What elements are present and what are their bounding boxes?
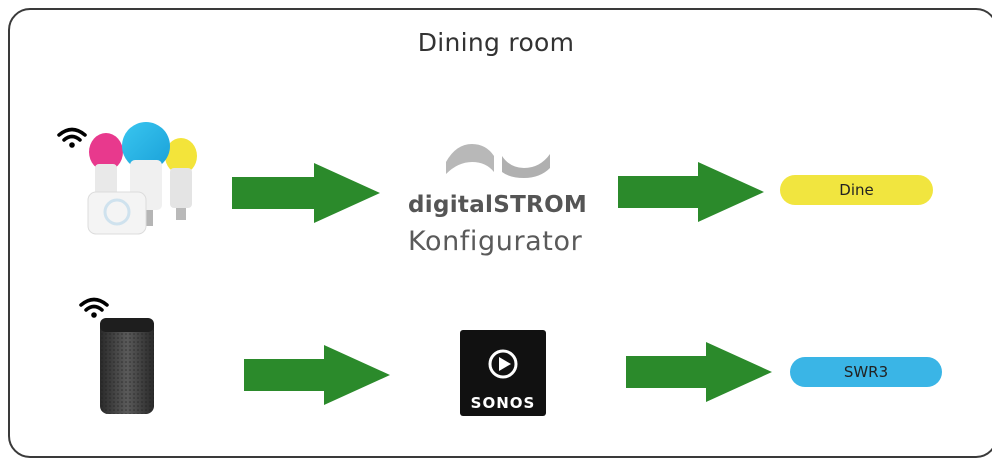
- digitalstrom-logo-icon: [446, 144, 550, 178]
- wifi-icon: [57, 127, 87, 148]
- digitalstrom-light: digital: [408, 192, 494, 218]
- sonos-app-label: SONOS: [470, 394, 536, 412]
- arrow-icon: [618, 162, 764, 222]
- arrow-icon: [244, 345, 390, 405]
- scene-pill-dine: Dine: [780, 175, 933, 205]
- sonos-app-icon: SONOS: [460, 330, 546, 416]
- arrow-icon: [232, 163, 380, 223]
- hue-lights-icon: [87, 122, 197, 235]
- arrow-icon: [626, 342, 772, 402]
- digitalstrom-wordmark: digitalSTROM: [408, 192, 587, 218]
- play-icon: [488, 349, 518, 379]
- sonos-speaker-icon: [100, 318, 154, 414]
- digitalstrom-bold: STROM: [493, 192, 588, 218]
- station-pill-swr3: SWR3: [790, 357, 942, 387]
- room-title: Dining room: [417, 28, 575, 57]
- wifi-icon: [79, 297, 109, 318]
- digitalstrom-subtitle: Konfigurator: [408, 226, 583, 257]
